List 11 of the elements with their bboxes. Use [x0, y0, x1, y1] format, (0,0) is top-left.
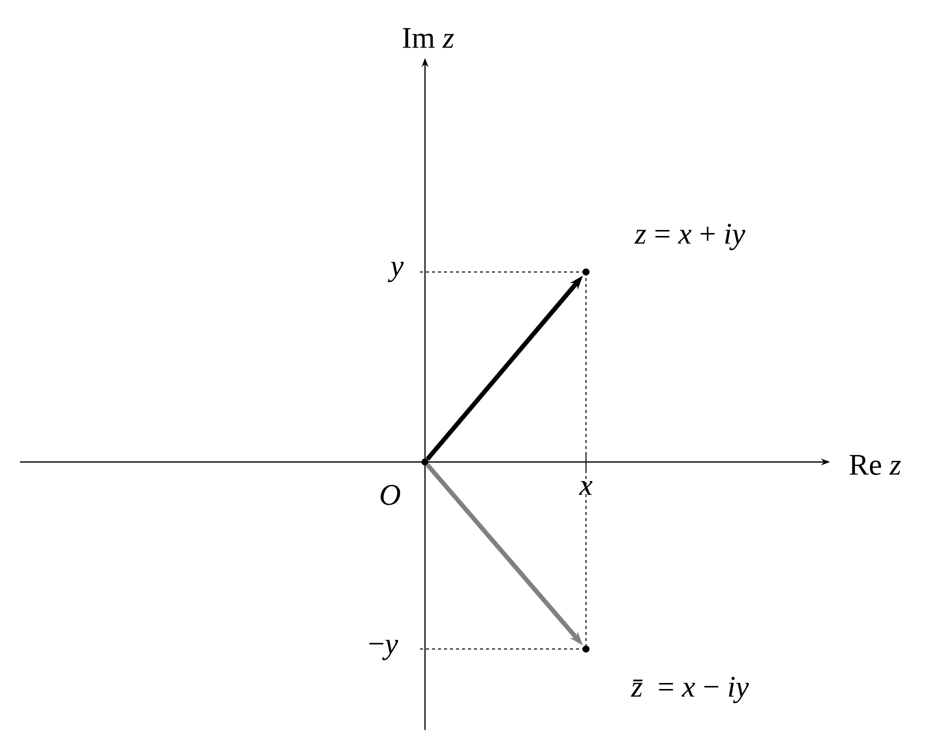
point-label: z̄ = x − iy [630, 676, 749, 704]
tick-label: y [388, 262, 404, 282]
point-label: z = x + iy [634, 224, 746, 250]
point [422, 458, 428, 466]
point-label: O [380, 484, 400, 506]
axis-label: Im z [402, 28, 454, 48]
tick-label: x [578, 481, 592, 495]
tick-label: −y [369, 640, 398, 660]
point [582, 645, 590, 652]
axis-label: Re z [850, 455, 901, 475]
point [582, 268, 590, 276]
